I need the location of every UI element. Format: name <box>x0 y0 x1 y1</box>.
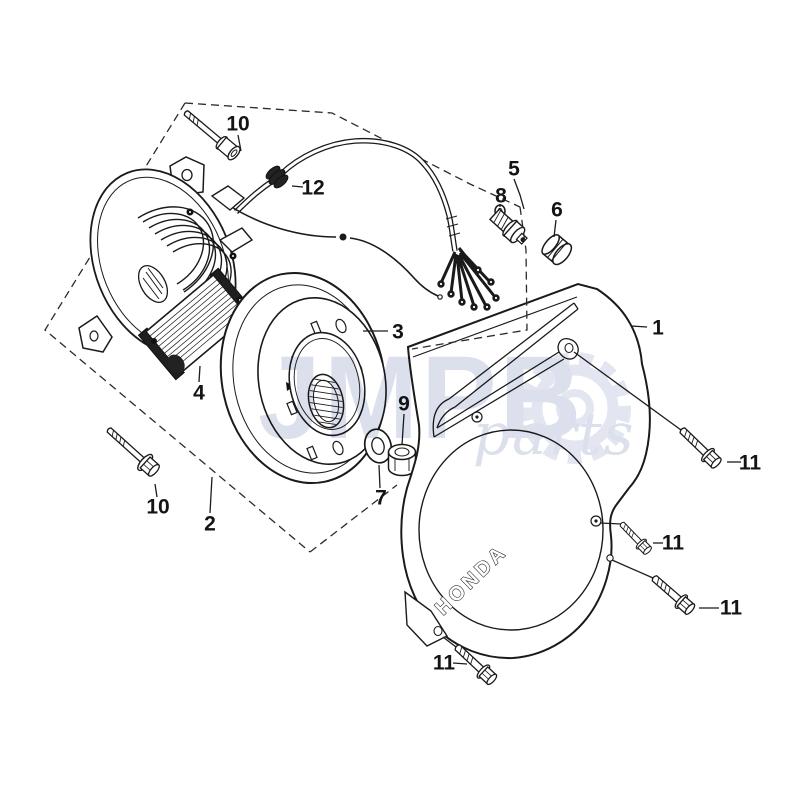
threaded-bore <box>305 373 347 429</box>
coil-core <box>137 265 169 303</box>
wire-clamp-bracket <box>210 185 254 253</box>
cover-dome-rim <box>418 429 604 631</box>
callout-2-label: 2 <box>204 513 216 536</box>
neutral-switch <box>488 208 528 245</box>
callout-11-bottom-left-label: 11 <box>433 652 456 675</box>
callout-7-label: 7 <box>375 487 387 510</box>
callout-10-bottom-label: 10 <box>146 496 169 519</box>
bullet-connectors <box>439 247 497 307</box>
washer <box>363 428 393 464</box>
rubber-mount <box>167 354 185 374</box>
cover-bolt-boss-low <box>606 554 614 562</box>
cover-bottom-tab <box>404 590 449 647</box>
flange-bolt-top <box>183 110 241 161</box>
callout-6-label: 6 <box>551 199 563 222</box>
flywheel-rotor <box>219 271 387 485</box>
grommet <box>265 165 289 189</box>
cover-bolt-middle-right <box>616 518 655 558</box>
flange-bolt-bottom <box>106 427 160 477</box>
callout-10-top-label: 10 <box>226 113 249 136</box>
callout-leader-lines <box>154 134 741 665</box>
callout-12-label: 12 <box>301 177 324 200</box>
cover-bolt-bottom-right <box>647 570 699 618</box>
callout-4-label: 4 <box>193 382 205 405</box>
callout-11-bottom-right-label: 11 <box>720 597 743 620</box>
callout-1-label: 1 <box>652 317 664 340</box>
stator-assembly <box>78 156 257 381</box>
bullet-tips <box>437 266 500 311</box>
callout-8-label: 8 <box>495 185 507 208</box>
callout-5-label: 5 <box>508 158 520 181</box>
callout-labels: 1 2 3 4 5 6 7 8 9 10 10 11 11 11 11 12 <box>146 113 761 675</box>
callout-9-label: 9 <box>398 393 410 416</box>
cover-bolt-top-right <box>674 422 725 472</box>
callout-11-top-right-label: 11 <box>739 452 762 475</box>
crankcase-cover: HONDA <box>400 282 651 660</box>
group-boundary-over-cover <box>411 206 528 350</box>
stator-side-tab <box>78 314 113 353</box>
callout-11-middle-label: 11 <box>662 532 685 555</box>
callout-3-label: 3 <box>392 321 404 344</box>
switch-rubber-cap <box>541 234 573 266</box>
